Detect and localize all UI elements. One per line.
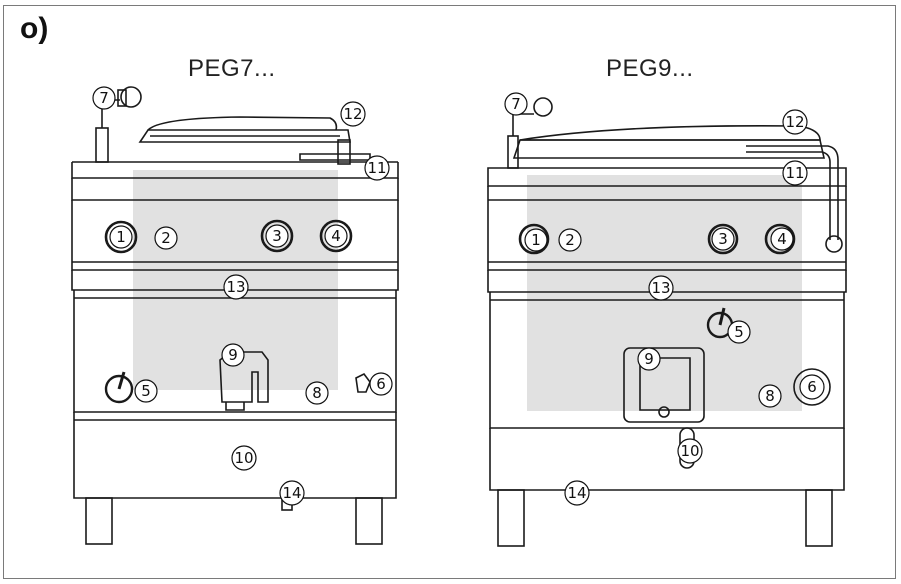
callout-2: 2 xyxy=(558,228,582,252)
model-label-peg9: PEG9... xyxy=(606,55,694,82)
callout-5: 5 xyxy=(727,320,751,344)
callout-1: 1 xyxy=(524,228,548,252)
section-label: o) xyxy=(20,12,49,45)
callout-9: 9 xyxy=(637,347,661,371)
callout-11: 11 xyxy=(364,155,390,181)
appliance-peg7 xyxy=(71,86,399,545)
figure-frame xyxy=(3,5,896,579)
svg-text:10: 10 xyxy=(234,449,253,467)
svg-text:4: 4 xyxy=(777,230,787,248)
callout-3: 3 xyxy=(711,227,735,251)
svg-text:12: 12 xyxy=(785,113,804,131)
callout-11: 11 xyxy=(782,160,808,186)
svg-text:5: 5 xyxy=(141,382,151,400)
svg-text:7: 7 xyxy=(511,95,521,113)
svg-text:2: 2 xyxy=(161,229,171,247)
svg-text:4: 4 xyxy=(331,227,341,245)
callout-1: 1 xyxy=(109,225,133,249)
callout-3: 3 xyxy=(265,224,289,248)
callout-8: 8 xyxy=(758,384,782,408)
callout-5: 5 xyxy=(134,379,158,403)
callout-6: 6 xyxy=(369,372,393,396)
lid-right xyxy=(519,124,821,141)
callout-7: 7 xyxy=(504,92,528,116)
svg-text:8: 8 xyxy=(765,387,775,405)
callout-12: 12 xyxy=(340,101,366,127)
svg-text:1: 1 xyxy=(116,228,126,246)
svg-text:7: 7 xyxy=(99,89,109,107)
callouts-left: 1 2 3 4 5 6 7 8 9 10 11 12 13 14 xyxy=(92,86,393,506)
svg-text:13: 13 xyxy=(651,279,670,297)
callout-6: 6 xyxy=(799,374,825,400)
callout-8: 8 xyxy=(305,381,329,405)
callout-14: 14 xyxy=(279,480,305,506)
svg-text:5: 5 xyxy=(734,323,744,341)
svg-text:3: 3 xyxy=(718,230,728,248)
svg-text:9: 9 xyxy=(644,350,654,368)
callouts-right: 1 2 3 4 5 6 7 8 9 10 11 12 13 14 xyxy=(504,92,825,506)
svg-text:6: 6 xyxy=(376,375,386,393)
callout-4: 4 xyxy=(324,224,348,248)
svg-text:3: 3 xyxy=(272,227,282,245)
callout-14: 14 xyxy=(564,480,590,506)
callout-4: 4 xyxy=(770,227,794,251)
callout-9: 9 xyxy=(221,343,245,367)
callout-12: 12 xyxy=(782,109,808,135)
lid-left xyxy=(147,116,338,131)
svg-text:13: 13 xyxy=(226,278,245,296)
svg-text:2: 2 xyxy=(565,231,575,249)
svg-text:14: 14 xyxy=(567,484,586,502)
callout-7: 7 xyxy=(92,86,116,110)
svg-text:1: 1 xyxy=(531,231,541,249)
callout-13: 13 xyxy=(648,275,674,301)
callout-2: 2 xyxy=(154,226,178,250)
callout-13: 13 xyxy=(223,274,249,300)
callout-10: 10 xyxy=(231,445,257,471)
svg-text:12: 12 xyxy=(343,105,362,123)
callout-10: 10 xyxy=(677,438,703,464)
svg-text:11: 11 xyxy=(785,164,804,182)
svg-text:11: 11 xyxy=(367,159,386,177)
svg-text:14: 14 xyxy=(282,484,301,502)
svg-text:10: 10 xyxy=(680,442,699,460)
svg-text:9: 9 xyxy=(228,346,238,364)
svg-text:6: 6 xyxy=(807,378,817,396)
svg-text:8: 8 xyxy=(312,384,322,402)
model-label-peg7: PEG7... xyxy=(188,55,276,82)
